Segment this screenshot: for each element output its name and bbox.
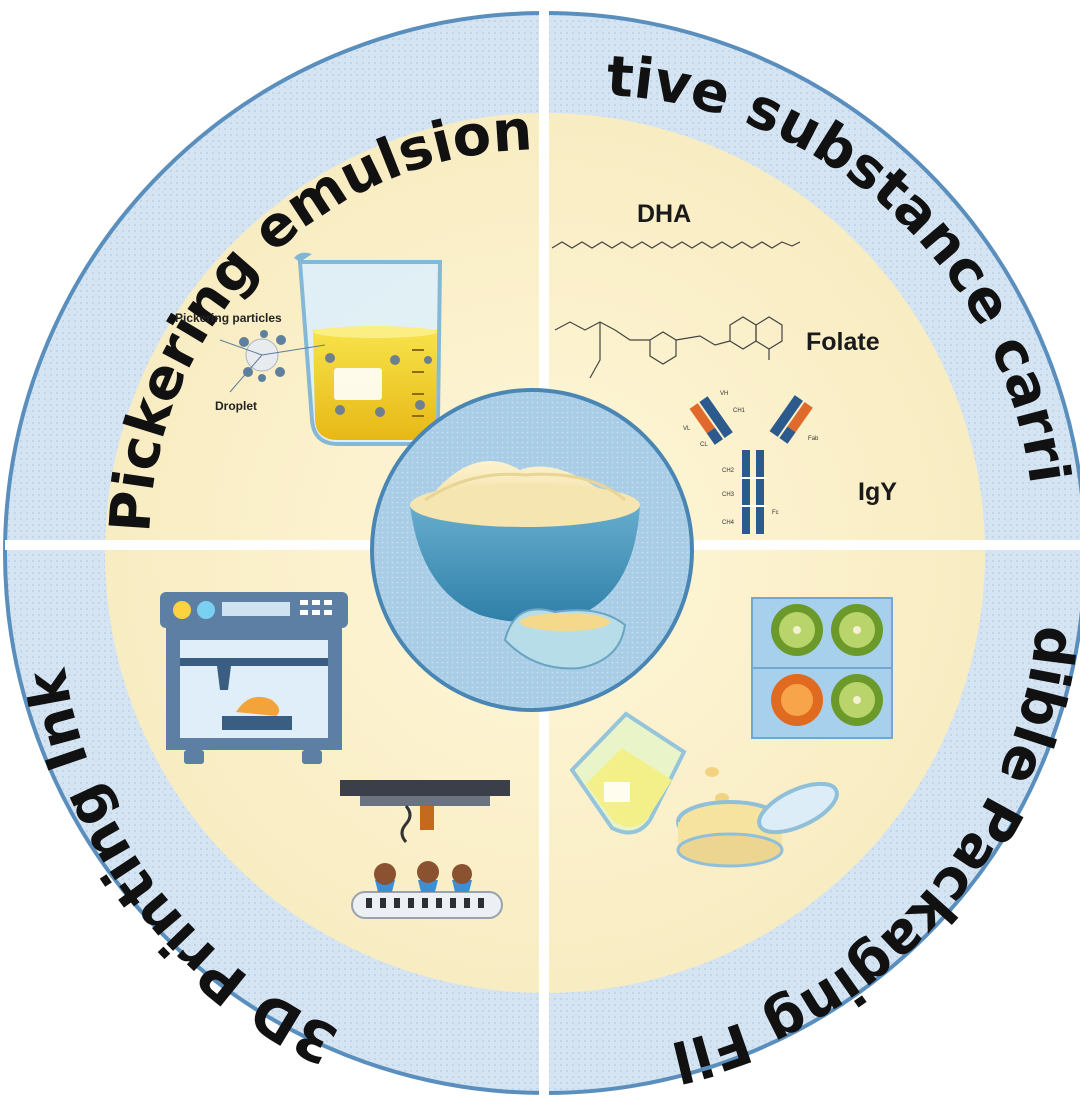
svg-text:VH: VH [720, 391, 728, 397]
svg-text:CH1: CH1 [733, 408, 746, 414]
svg-text:Fab: Fab [808, 436, 819, 442]
fruit-packaging-icon [751, 597, 893, 739]
igy-antibody-icon: VL VH CH1 CL Fab CH2 CH3 CH4 Fc [683, 391, 819, 534]
label-pickering-particles: Pickering particles [175, 311, 282, 325]
3d-printer-icon [160, 592, 348, 764]
dha-structure-icon [551, 241, 801, 249]
droplet-illustration [219, 330, 326, 393]
svg-text:CH4: CH4 [722, 520, 735, 526]
svg-text:VL: VL [683, 426, 691, 432]
label-droplet: Droplet [215, 399, 257, 413]
svg-text:Fc: Fc [772, 510, 779, 516]
label-igy: IgY [858, 478, 897, 506]
powder-bowl-icon [410, 461, 640, 670]
cupcake-printer-icon [340, 780, 510, 919]
folate-structure-icon [554, 316, 783, 379]
svg-text:CH2: CH2 [722, 468, 735, 474]
label-dha: DHA [637, 200, 691, 228]
beaker-icon [294, 252, 443, 446]
svg-text:CL: CL [700, 442, 708, 448]
film-casting-icon [569, 711, 839, 868]
svg-text:CH3: CH3 [722, 492, 735, 498]
label-folate: Folate [806, 328, 880, 356]
